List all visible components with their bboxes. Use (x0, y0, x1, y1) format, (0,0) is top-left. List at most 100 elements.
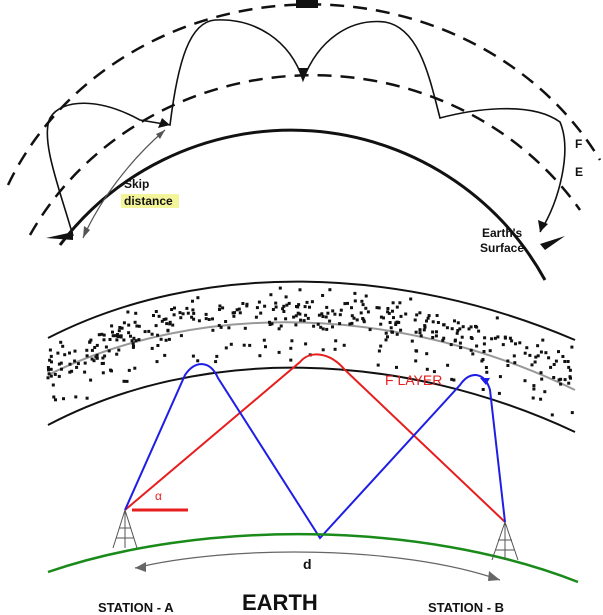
particle-dot (386, 310, 390, 314)
particle-dot (306, 316, 310, 320)
particle-dot (353, 299, 357, 303)
particle-dot (471, 352, 475, 356)
particle-dot (445, 326, 449, 330)
particle-dot (328, 288, 332, 292)
particle-dot (241, 302, 245, 305)
earth-label: EARTH (242, 590, 318, 615)
particle-dot (57, 362, 61, 366)
particle-dot (382, 316, 385, 320)
particle-dot (168, 320, 172, 324)
particle-dot (302, 319, 306, 323)
particle-dot (47, 368, 50, 372)
particle-dot (379, 344, 383, 348)
particle-dot (274, 305, 278, 309)
particle-dot (404, 312, 408, 316)
particle-dot (415, 313, 419, 317)
particle-dot (73, 359, 77, 363)
particle-dot (191, 308, 195, 312)
particle-dot (170, 308, 174, 311)
particle-dot (242, 343, 246, 347)
particle-dot (333, 312, 337, 316)
particle-dot (375, 306, 379, 310)
particle-dot (325, 305, 329, 309)
particle-dot (308, 305, 311, 309)
particle-dot (456, 329, 460, 332)
particle-dot (137, 324, 141, 328)
particle-dot (51, 383, 55, 387)
particle-dot (130, 339, 134, 343)
particle-dot (495, 316, 499, 320)
particle-dot (172, 313, 176, 317)
particle-dot (278, 286, 282, 290)
particle-dot (101, 361, 105, 365)
particle-dot (235, 308, 239, 312)
particle-dot (297, 303, 301, 307)
particle-dot (111, 334, 115, 338)
particle-dot (156, 344, 160, 347)
particle-dot (68, 362, 72, 366)
particle-dot (117, 329, 121, 333)
particle-dot (431, 320, 435, 324)
particle-dot (196, 359, 200, 363)
particle-dot (414, 359, 418, 363)
particle-dot (204, 312, 208, 316)
particle-dot (339, 308, 343, 312)
particle-dot (432, 370, 436, 374)
particle-dot (258, 354, 262, 358)
particle-dot (224, 346, 228, 350)
particle-dot (539, 350, 543, 354)
particle-dot (514, 342, 517, 346)
particle-dot (132, 336, 136, 340)
particle-dot (386, 307, 390, 310)
particle-dot (127, 323, 131, 327)
particle-dot (232, 314, 236, 318)
particle-dot (419, 334, 423, 338)
f-layer-label-bottom: F LAYER (385, 372, 442, 388)
particle-dot (279, 324, 283, 328)
particle-dot (89, 378, 93, 382)
skip-arrow-head-start (83, 226, 90, 238)
particle-dot (449, 343, 453, 347)
ionosphere-lower-boundary (47, 366, 576, 433)
particle-dot (85, 354, 89, 358)
particle-dot (394, 323, 398, 326)
particle-dot (120, 326, 124, 330)
particle-dot (319, 325, 323, 329)
particle-dot (125, 379, 129, 383)
particle-dot (62, 397, 65, 401)
particle-dot (418, 331, 422, 335)
particle-dot (263, 304, 267, 308)
particle-dot (95, 353, 99, 357)
hop-arrow-1 (298, 68, 308, 80)
particle-dot (100, 332, 104, 336)
skywave-skip-diagram: Skip distance F E Earth's Surface (6, 0, 602, 281)
particle-dot (567, 381, 571, 385)
particle-dot (497, 391, 501, 395)
particle-dot (331, 309, 335, 313)
particle-dot (229, 342, 233, 346)
particle-dot (269, 293, 273, 297)
particle-dot (133, 366, 137, 370)
particle-dot (480, 359, 484, 363)
f-layer-dashed-arc (6, 3, 602, 186)
particle-dot (321, 294, 325, 297)
particle-dot (127, 331, 131, 335)
particle-dot (360, 299, 364, 303)
particle-dot (129, 334, 132, 338)
particle-dot (93, 346, 97, 349)
particle-dot (510, 339, 514, 343)
particle-dot (224, 320, 228, 323)
particle-dot (436, 321, 440, 324)
particle-dot (48, 358, 52, 362)
particle-dot (185, 306, 189, 310)
particle-dot (259, 311, 263, 315)
e-layer-label: E (575, 165, 583, 179)
particle-dot (294, 314, 298, 318)
particle-dot (294, 323, 298, 327)
blue-multi-hop-path (124, 363, 506, 540)
particle-dot (104, 345, 108, 349)
particle-dot (392, 316, 395, 320)
particle-dot (536, 354, 540, 358)
particle-dot (111, 330, 114, 334)
particle-dot (49, 354, 53, 358)
